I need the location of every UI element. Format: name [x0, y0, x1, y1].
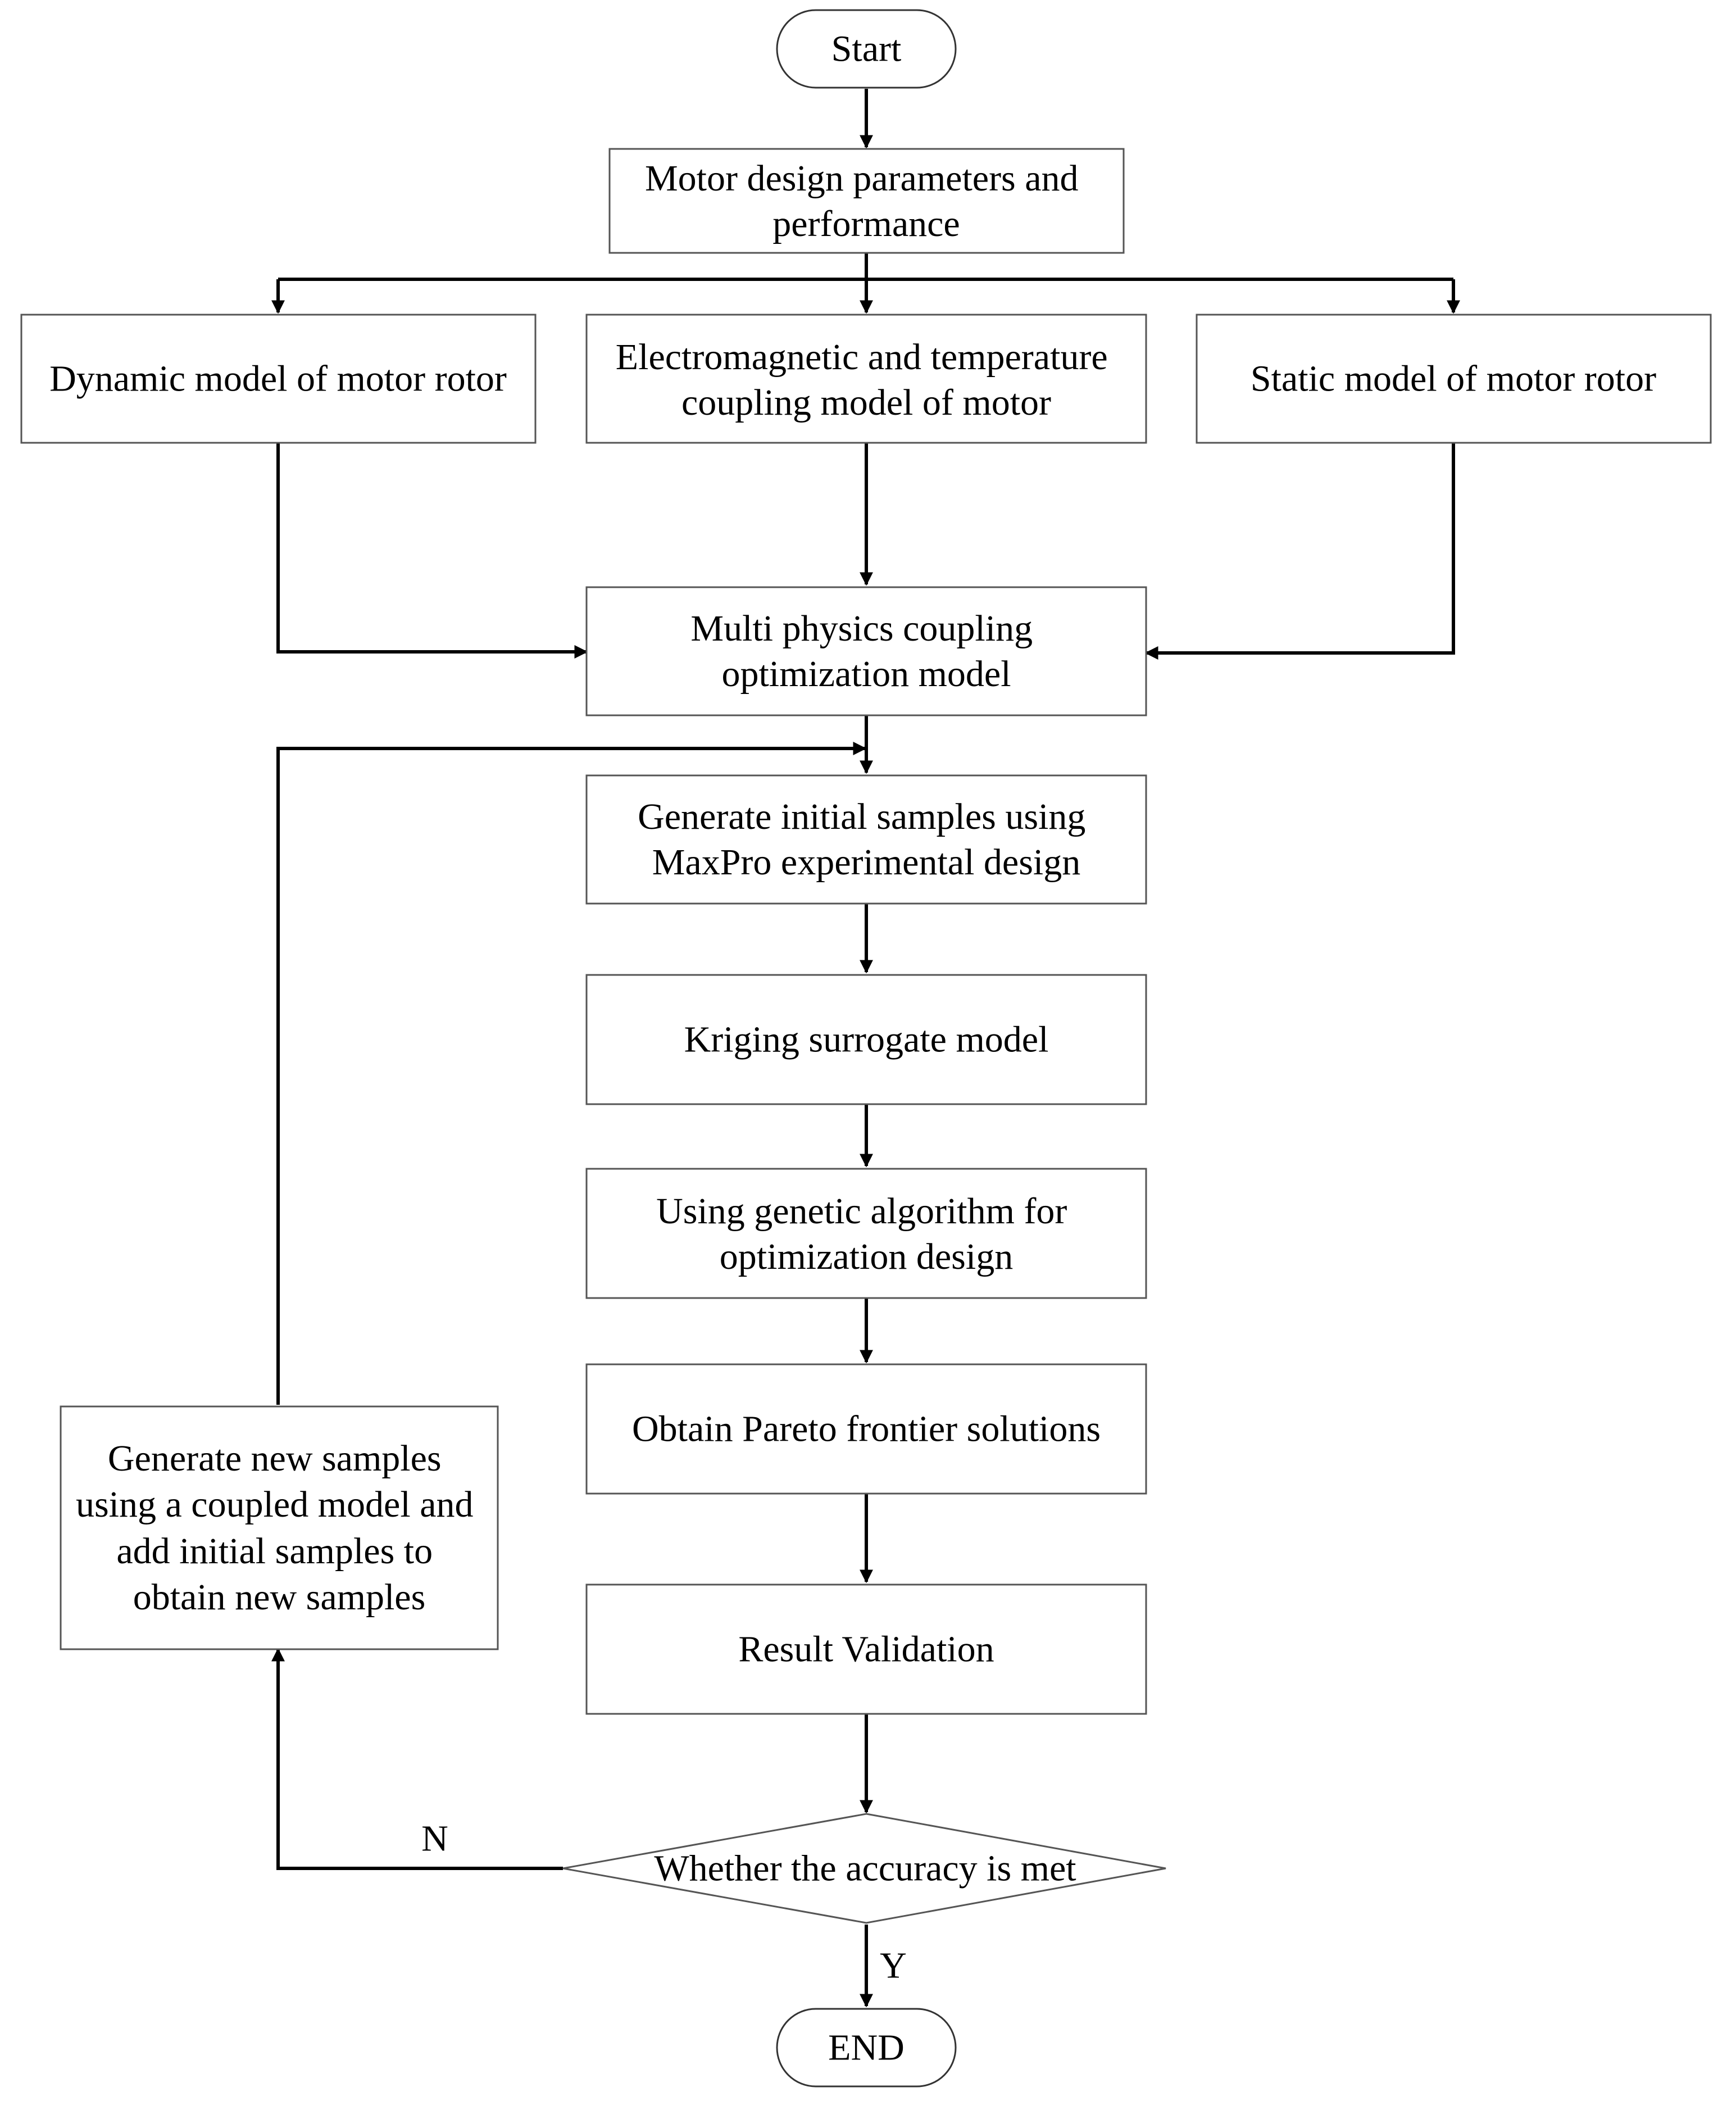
dynamic-model-box: [20, 314, 537, 444]
branch-label-yes: Y: [880, 1945, 907, 1986]
multiphysics-model-label: Multi physics coupling optimization mode…: [690, 608, 1042, 695]
kriging-label: Kriging surrogate model: [684, 1019, 1049, 1060]
design-params-line-2: performance: [772, 203, 960, 244]
end-label: END: [828, 2027, 905, 2068]
branch-label-no: N: [421, 1818, 448, 1859]
new-samples-line-1: Generate new samples: [108, 1438, 442, 1479]
genetic-algorithm-label: Using genetic algorithm for optimization…: [656, 1191, 1076, 1277]
genetic-algorithm-line-2: optimization design: [720, 1236, 1013, 1277]
multiphysics-model-line-2: optimization model: [721, 654, 1011, 695]
start-label: Start: [831, 29, 902, 70]
connectors: [271, 89, 1460, 2008]
validation-label: Result Validation: [738, 1629, 994, 1670]
arrow-decision-no-branch: [271, 1648, 563, 1870]
em-temp-model-box: [585, 314, 1147, 444]
design-params-label: Motor design parameters and performance: [645, 158, 1088, 244]
static-model-box: [1196, 314, 1712, 444]
initial-samples-line-2: MaxPro experimental design: [652, 842, 1080, 883]
node-genetic-algorithm: Using genetic algorithm for optimization…: [585, 1168, 1147, 1299]
start-terminal: [776, 9, 957, 89]
new-samples-line-2: using a coupled model and: [76, 1484, 474, 1525]
initial-samples-line-1: Generate initial samples using: [638, 796, 1085, 837]
kriging-box: [585, 974, 1147, 1105]
em-temp-model-label: Electromagnetic and temperature coupling…: [616, 337, 1117, 423]
arrow-static-to-multiphysics: [1144, 443, 1455, 660]
initial-samples-label: Generate initial samples using MaxPro ex…: [638, 796, 1095, 883]
pareto-label: Obtain Pareto frontier solutions: [632, 1409, 1101, 1450]
node-dynamic-model: Dynamic model of motor rotor: [20, 314, 537, 444]
new-samples-line-4: obtain new samples: [133, 1577, 426, 1618]
arrow-dynamic-to-multiphysics: [276, 443, 588, 659]
static-model-label: Static model of motor rotor: [1251, 359, 1656, 400]
decision-label: Whether the accuracy is met: [654, 1848, 1076, 1889]
node-multiphysics-model: Multi physics coupling optimization mode…: [585, 586, 1147, 716]
new-samples-line-3: add initial samples to: [116, 1531, 433, 1572]
validation-box: [585, 1583, 1147, 1715]
initial-samples-box: [585, 774, 1147, 905]
dynamic-model-label: Dynamic model of motor rotor: [49, 359, 507, 400]
node-end: END: [776, 2008, 957, 2088]
design-params-box: [608, 148, 1125, 254]
multiphysics-model-line-1: Multi physics coupling: [690, 608, 1033, 649]
genetic-algorithm-box: [585, 1168, 1147, 1299]
node-kriging: Kriging surrogate model: [585, 974, 1147, 1105]
node-design-params: Motor design parameters and performance: [608, 148, 1125, 254]
node-em-temp-model: Electromagnetic and temperature coupling…: [585, 314, 1147, 444]
em-temp-model-line-2: coupling model of motor: [681, 382, 1051, 423]
new-samples-box: [60, 1405, 499, 1650]
node-static-model: Static model of motor rotor: [1196, 314, 1712, 444]
node-validation: Result Validation: [585, 1583, 1147, 1715]
em-temp-model-line-1: Electromagnetic and temperature: [616, 337, 1108, 378]
genetic-algorithm-line-1: Using genetic algorithm for: [656, 1191, 1067, 1232]
node-start: Start: [776, 9, 957, 89]
decision-diamond: [562, 1813, 1166, 1924]
multiphysics-model-box: [585, 586, 1147, 716]
node-initial-samples: Generate initial samples using MaxPro ex…: [585, 774, 1147, 905]
end-terminal: [776, 2008, 957, 2088]
arrow-feedback-loop: [276, 742, 867, 1405]
design-params-line-1: Motor design parameters and: [645, 158, 1079, 199]
node-pareto: Obtain Pareto frontier solutions: [585, 1363, 1147, 1495]
pareto-box: [585, 1363, 1147, 1495]
node-decision: Whether the accuracy is met: [562, 1813, 1166, 1924]
node-new-samples: Generate new samples using a coupled mod…: [60, 1405, 499, 1650]
new-samples-label: Generate new samples using a coupled mod…: [76, 1438, 483, 1618]
